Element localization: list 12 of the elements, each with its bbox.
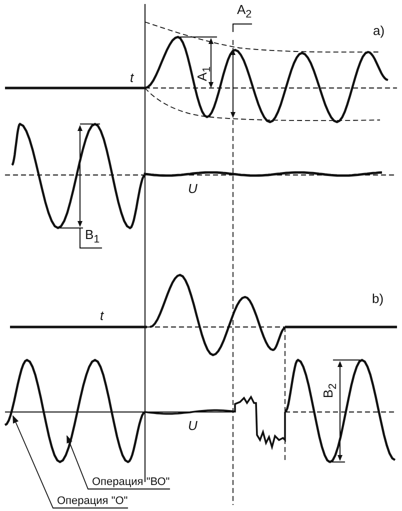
dimension-label: A$_{2}$: [237, 3, 252, 20]
axis-label: t: [130, 71, 134, 84]
axis-label: b): [372, 292, 384, 305]
axis-label: a): [373, 24, 385, 37]
axis-label: U: [188, 419, 198, 432]
dimension-label: B$_{1}$: [85, 228, 100, 246]
axis-label: t: [100, 309, 104, 322]
operation-label: Операция "ВО": [92, 476, 170, 489]
operation-label: Операция "О": [57, 495, 128, 508]
axis-label: U: [188, 182, 198, 195]
leader-line: [66, 435, 170, 490]
leader-line: [12, 415, 128, 508]
